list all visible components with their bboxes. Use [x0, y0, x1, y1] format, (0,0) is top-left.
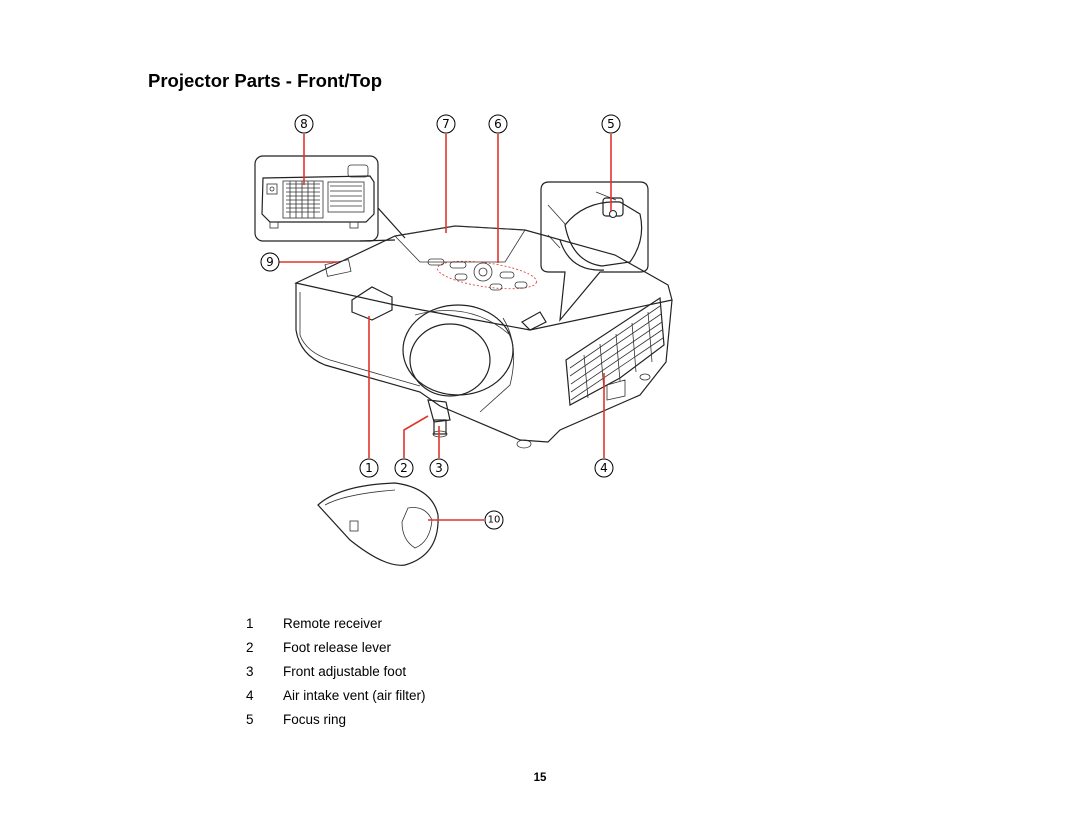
callout-7-label: 7: [442, 117, 450, 131]
projector-body: [294, 225, 673, 449]
projector-diagram: 1 2 3 4 5 6 7 8 9 10: [254, 114, 673, 566]
callout-8-label: 8: [300, 117, 308, 131]
callout-5-label: 5: [607, 117, 615, 131]
callout-4-label: 4: [600, 461, 608, 475]
legend-number: 2: [246, 639, 254, 655]
legend-label: Foot release lever: [283, 639, 392, 655]
legend-row: 3 Front adjustable foot: [246, 659, 426, 683]
callout-7: 7: [436, 114, 456, 134]
page-number: 15: [533, 772, 547, 784]
legend-number: 4: [246, 688, 254, 704]
rear-view-inset: [254, 155, 406, 242]
callout-4: 4: [594, 458, 614, 478]
callout-3-label: 3: [435, 461, 443, 475]
callout-2-label: 2: [400, 461, 408, 475]
callout-1: 1: [359, 458, 379, 478]
legend-number: 5: [246, 712, 254, 728]
page-title: Projector Parts - Front/Top: [148, 70, 383, 91]
legend-label: Front adjustable foot: [283, 663, 407, 679]
legend-number: 1: [246, 615, 254, 631]
legend-row: 2 Foot release lever: [246, 635, 426, 659]
callout-9-label: 9: [266, 255, 274, 269]
callout-5: 5: [601, 114, 621, 134]
legend-number: 3: [246, 663, 254, 679]
callout-2: 2: [394, 458, 414, 478]
callout-10: 10: [484, 510, 504, 530]
callout-1-label: 1: [365, 461, 373, 475]
focus-ring-inset: [540, 181, 649, 322]
remote-control: [317, 482, 439, 566]
legend-label: Focus ring: [283, 712, 347, 728]
callout-10-label: 10: [488, 515, 501, 526]
legend-label: Remote receiver: [283, 615, 383, 631]
callout-3: 3: [429, 458, 449, 478]
callout-6-label: 6: [494, 117, 502, 131]
parts-legend: 1 Remote receiver 2 Foot release lever 3…: [246, 611, 426, 732]
callout-6: 6: [488, 114, 508, 134]
legend-label: Air intake vent (air filter): [283, 688, 426, 704]
callout-8: 8: [294, 114, 314, 134]
legend-row: 5 Focus ring: [246, 708, 426, 732]
legend-row: 1 Remote receiver: [246, 611, 426, 635]
callout-9: 9: [260, 252, 280, 272]
legend-row: 4 Air intake vent (air filter): [246, 684, 426, 708]
leader-lines: [279, 134, 612, 521]
